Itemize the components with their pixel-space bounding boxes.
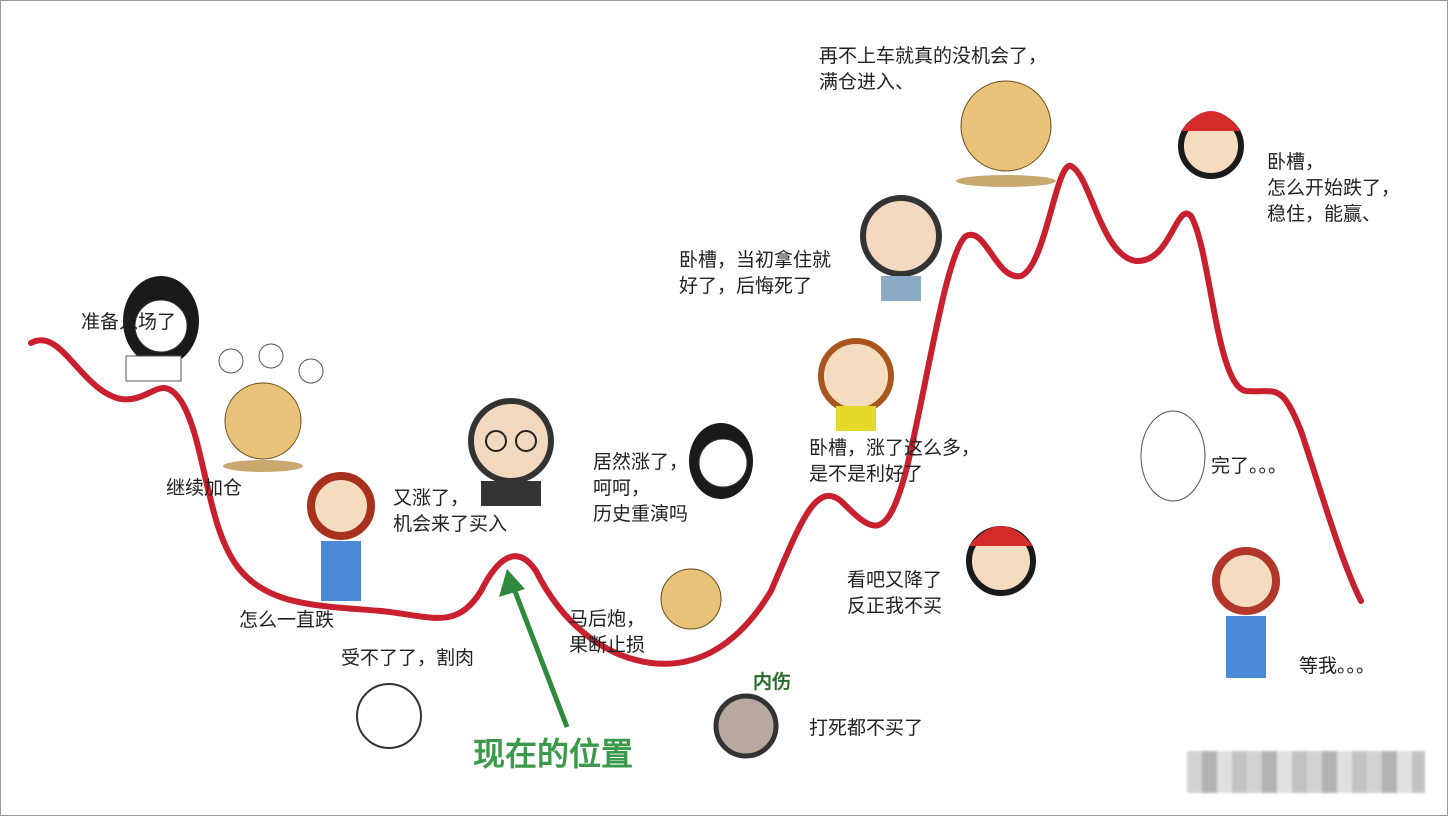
character-cat-dizzy-icon bbox=[218, 343, 324, 472]
character-injured-man-icon bbox=[713, 693, 779, 759]
label-add-more: 继续加仓 bbox=[166, 477, 243, 499]
character-laughing-girl-icon bbox=[689, 423, 753, 499]
label-buy-again: 又涨了， 机会来了买入 bbox=[393, 487, 508, 535]
label-fell-again: 看吧又降了 反正我不买 bbox=[847, 569, 943, 617]
character-angry-overalls-girl-icon bbox=[1212, 547, 1280, 678]
character-cat-happy-icon bbox=[956, 80, 1056, 187]
character-cat-shocked-icon bbox=[660, 568, 722, 630]
character-regret-man-icon bbox=[860, 195, 942, 301]
label-hold-on: 卧槽， 怎么开始跌了， 稳住，能赢、 bbox=[1267, 151, 1401, 225]
label-regret: 卧槽，当初拿住就 好了，后悔死了 bbox=[679, 249, 832, 297]
label-all-in: 再不上车就真的没机会了， 满仓进入、 bbox=[819, 45, 1048, 93]
label-current-position: 现在的位置 bbox=[473, 735, 634, 773]
label-stop-loss: 马后炮， 果断止损 bbox=[569, 608, 646, 656]
character-crying-blob-icon bbox=[356, 683, 422, 749]
character-pale-man-icon bbox=[1140, 410, 1206, 502]
label-never-buy: 打死都不买了 bbox=[809, 717, 924, 739]
label-history-repeat: 居然涨了， 呵呵， 历史重演吗 bbox=[593, 451, 689, 525]
blurred-watermark bbox=[1187, 751, 1425, 793]
label-internal-injury: 内伤 bbox=[753, 671, 792, 693]
character-glasses-man-icon bbox=[468, 398, 554, 506]
label-wait-for-me: 等我。。。 bbox=[1299, 655, 1376, 677]
label-good-news: 卧槽，涨了这么多， 是不是利好了 bbox=[809, 437, 981, 485]
label-done-for: 完了。。。 bbox=[1211, 455, 1288, 477]
character-overalls-girl-icon bbox=[307, 472, 375, 601]
character-red-hat-girl-top-icon bbox=[1178, 111, 1244, 179]
character-red-hat-girl-icon bbox=[966, 526, 1036, 596]
price-curve bbox=[28, 163, 1364, 667]
label-ready: 准备入场了 bbox=[81, 311, 177, 333]
character-excited-girl-icon bbox=[818, 338, 894, 431]
label-cut-loss: 受不了了，割肉 bbox=[341, 647, 475, 669]
current-position-arrow bbox=[499, 569, 570, 728]
label-keeps-falling: 怎么一直跌 bbox=[239, 609, 335, 631]
character-ready-girl-icon bbox=[123, 276, 199, 382]
